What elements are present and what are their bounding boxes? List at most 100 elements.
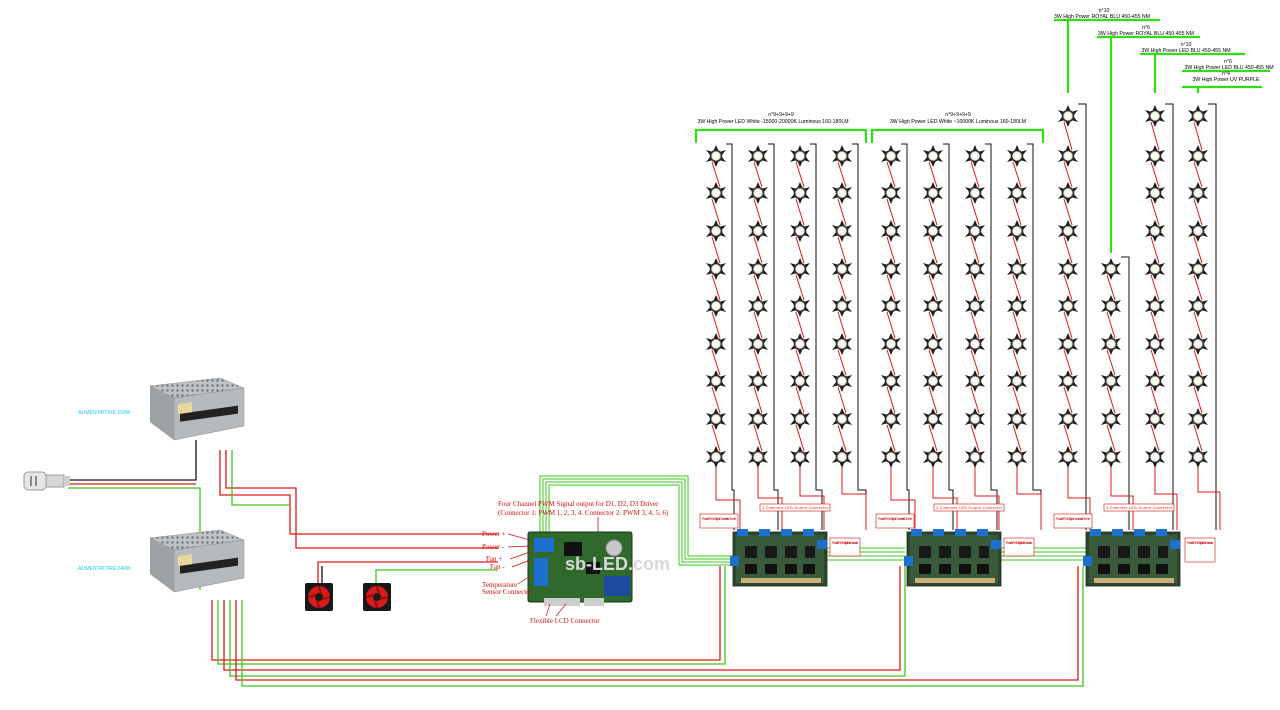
led-wire	[928, 236, 938, 264]
led-icon	[964, 294, 986, 318]
led-icon	[747, 332, 769, 356]
led-wire	[1063, 424, 1073, 452]
led-icon	[880, 332, 902, 356]
psu-240w	[149, 529, 245, 593]
color-channel-leaders	[1054, 18, 1270, 253]
channel-3-desc: 3W High Power LED BLU 450-455 NM	[1141, 48, 1230, 54]
led-icon	[1057, 294, 1079, 318]
led-wire	[1193, 311, 1203, 339]
led-icon	[964, 369, 986, 393]
led-icon	[1057, 219, 1079, 243]
led-icon	[831, 369, 853, 393]
led-icon	[1006, 445, 1028, 469]
led-wire	[943, 143, 954, 530]
white-group-1-desc: 3W High Power LED White -15000-20000K Lu…	[697, 119, 848, 125]
led-wire	[837, 349, 847, 376]
led-icon	[789, 407, 811, 431]
led-driver-1	[729, 528, 828, 587]
led-icon	[964, 445, 986, 469]
led-icon	[747, 445, 769, 469]
led-wire	[886, 161, 896, 188]
controller-watermark: sb-LED.com	[565, 554, 670, 574]
led-icon	[964, 332, 986, 356]
led-wire	[711, 274, 721, 301]
pin-fan-plus: Fan +	[486, 555, 502, 563]
led-icon	[964, 407, 986, 431]
led-icon	[1057, 369, 1079, 393]
led-wire	[1078, 103, 1087, 530]
channel-1-count: n°10	[1099, 8, 1110, 14]
led-icon	[831, 332, 853, 356]
pin-sensor-connector: Sensor Connector	[482, 588, 533, 596]
led-wire	[1063, 121, 1073, 151]
led-icon	[880, 219, 902, 243]
led-wire	[1150, 236, 1160, 264]
led-icon	[747, 144, 769, 168]
led-icon	[705, 332, 727, 356]
pin-fan-minus: Fan -	[490, 563, 505, 571]
led-wire	[753, 198, 763, 226]
led-wire	[1063, 236, 1073, 264]
led-icon	[1187, 407, 1209, 431]
pin-temperature: Temperature	[482, 581, 517, 589]
led-wire	[852, 143, 867, 530]
led-wire	[753, 161, 763, 188]
led-icon	[831, 181, 853, 205]
led-wire	[886, 349, 896, 376]
led-wire	[753, 236, 763, 264]
led-icon	[1144, 257, 1166, 281]
white-group-2-count: n°9+9+9+9	[945, 112, 971, 118]
fan-icon	[304, 582, 334, 612]
lcd-connector-label: Flexible LCD Connector	[530, 617, 600, 625]
led-icon	[1144, 104, 1166, 128]
led-icon	[880, 369, 902, 393]
led-icon	[789, 369, 811, 393]
channel-3-count: n°10	[1181, 42, 1192, 48]
led-wire	[1012, 349, 1022, 376]
driver-2-output-label: 4 Channels LED Output Connector	[936, 506, 1003, 510]
led-icon	[1187, 181, 1209, 205]
led-icon	[922, 219, 944, 243]
led-wire	[795, 311, 805, 339]
controller-pin-arrows	[507, 533, 567, 617]
led-wire	[1106, 311, 1116, 339]
led-icon	[789, 332, 811, 356]
led-icon	[705, 219, 727, 243]
pin-power-minus: Power -	[482, 543, 505, 551]
led-wire	[1193, 236, 1203, 264]
led-icon	[1057, 181, 1079, 205]
channel-5-desc: 3W High Power UV PURPLE	[1193, 77, 1260, 83]
led-string-wiring	[711, 103, 1221, 530]
led-wire	[810, 143, 823, 530]
led-icon	[705, 294, 727, 318]
led-icon	[789, 445, 811, 469]
led-icon	[1144, 332, 1166, 356]
led-wire	[768, 143, 779, 530]
led-wire	[841, 465, 867, 530]
led-icon	[789, 257, 811, 281]
led-icon	[747, 294, 769, 318]
led-wire	[795, 424, 805, 452]
psu-150w	[149, 377, 245, 441]
led-wire	[970, 311, 980, 339]
led-icon	[1144, 369, 1166, 393]
led-wire	[1063, 198, 1073, 226]
led-icon	[1057, 407, 1079, 431]
channel-4-desc: 3W High Power LED BLU 450-455 NM	[1184, 65, 1273, 71]
led-icon	[1057, 257, 1079, 281]
led-wire	[837, 236, 847, 264]
led-icon	[1187, 369, 1209, 393]
led-wire	[1063, 349, 1073, 376]
led-wire	[886, 311, 896, 339]
led-wire	[711, 424, 721, 452]
led-wire	[1106, 386, 1116, 414]
led-driver-3	[1082, 528, 1181, 587]
led-wire	[886, 424, 896, 452]
led-icon	[922, 332, 944, 356]
led-wire	[753, 311, 763, 339]
led-icon	[1006, 369, 1028, 393]
led-icon	[705, 407, 727, 431]
led-icon	[747, 369, 769, 393]
led-icon	[1057, 445, 1079, 469]
power-wiring	[68, 440, 1084, 687]
